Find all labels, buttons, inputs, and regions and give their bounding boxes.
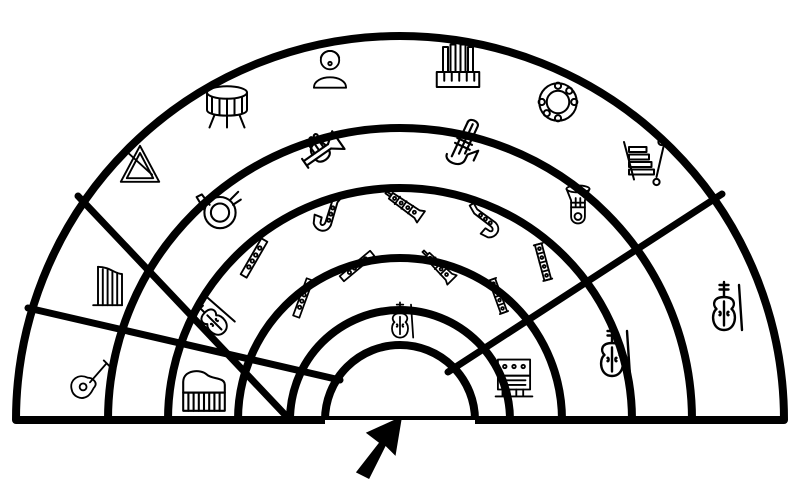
brass-band-edge [104,124,696,421]
woodwind-front-edge [234,254,566,421]
baseline-mask [16,420,784,500]
xylophone-icon [623,137,666,187]
tambourine-icon [537,81,579,123]
divider-left-upper [74,192,294,424]
divider-left-lower [24,304,344,384]
harp-icon [92,265,123,307]
snare-drum-icon [206,85,248,129]
clarinet-alt-icon [532,242,554,282]
instruments [70,43,744,412]
divider-right [444,190,726,376]
singer-icon [312,49,348,89]
triangle-icon [119,144,161,183]
woodwind-back-edge [164,184,636,421]
organ-icon [435,43,481,88]
section-dividers [24,190,726,424]
outer-band [12,32,788,424]
podium [321,341,479,424]
piano-icon [182,370,226,412]
french-horn-icon [195,190,242,230]
double-bass-icon [711,280,744,332]
guitar-icon [70,359,111,399]
